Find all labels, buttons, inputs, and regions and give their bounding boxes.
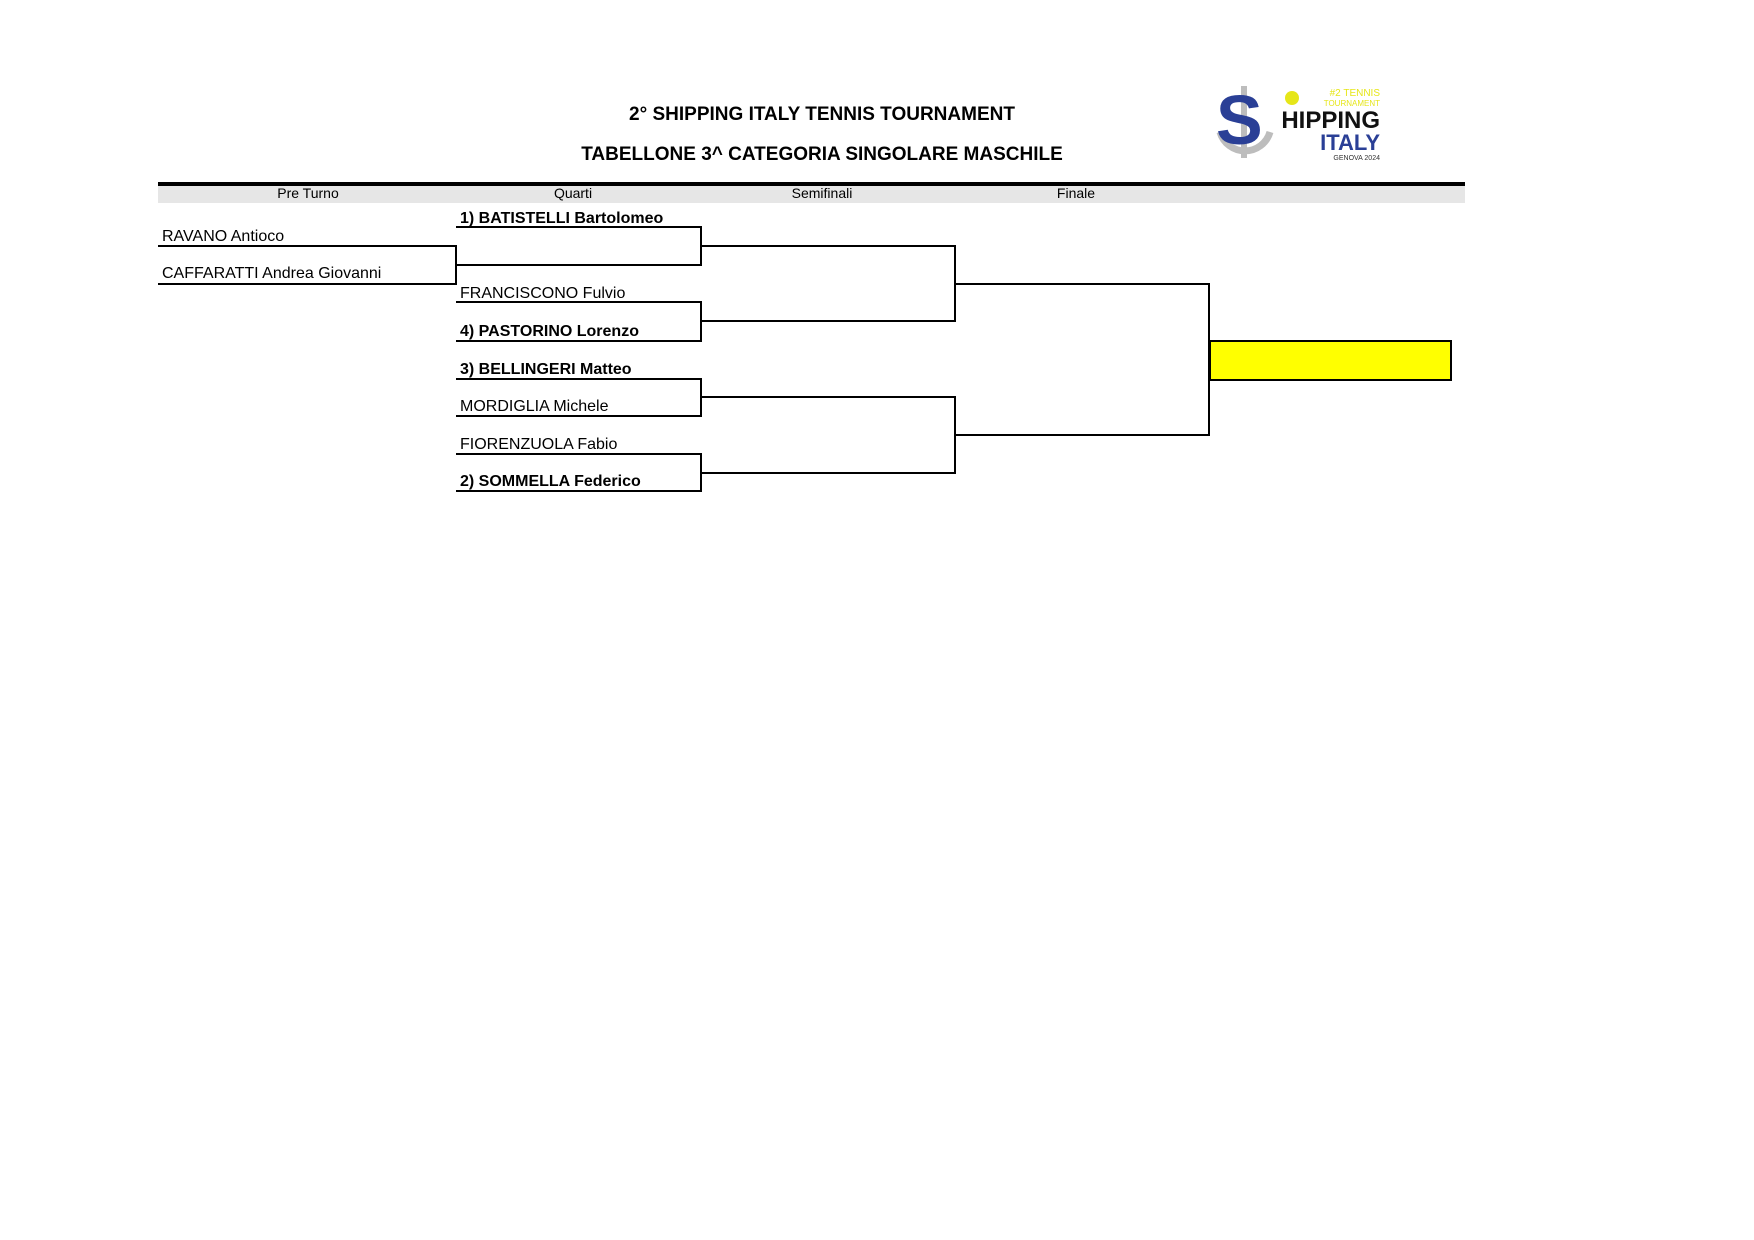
bracket-line: [456, 378, 702, 380]
player-slot: RAVANO Antioco: [162, 228, 285, 245]
round-label-preturno: Pre Turno: [277, 185, 339, 201]
winner-box: [1209, 340, 1452, 381]
header-divider: [158, 182, 1465, 186]
bracket-line: [456, 301, 702, 303]
round-label-semifinali: Semifinali: [791, 185, 853, 201]
final-slot: [955, 434, 1210, 436]
semifinal-slot: [701, 396, 956, 398]
tournament-title: 2° SHIPPING ITALY TENNIS TOURNAMENT: [629, 104, 1015, 125]
semifinal-slot: [701, 320, 956, 322]
bracket-line: [158, 283, 457, 285]
player-slot: FIORENZUOLA Fabio: [460, 436, 618, 453]
player-slot: 3) BELLINGERI Matteo: [460, 361, 632, 378]
svg-text:#2 TENNIS: #2 TENNIS: [1330, 88, 1381, 99]
semifinal-slot: [701, 245, 956, 247]
svg-text:TOURNAMENT: TOURNAMENT: [1324, 99, 1380, 108]
player-slot: 4) PASTORINO Lorenzo: [460, 323, 639, 340]
player-slot: 1) BATISTELLI Bartolomeo: [460, 210, 664, 227]
player-slot: CAFFARATTI Andrea Giovanni: [162, 265, 382, 282]
round-label-finale: Finale: [1056, 185, 1096, 201]
svg-text:S: S: [1216, 84, 1263, 159]
svg-text:GENOVA 2024: GENOVA 2024: [1333, 155, 1380, 162]
player-slot: MORDIGLIA Michele: [460, 398, 609, 415]
draw-title: TABELLONE 3^ CATEGORIA SINGOLARE MASCHIL…: [581, 144, 1063, 165]
shipping-italy-logo: S #2 TENNIS TOURNAMENT HIPPING ITALY GEN…: [1208, 81, 1386, 162]
bracket-line: [158, 245, 457, 247]
bracket-line: [456, 415, 702, 417]
rounds-header-band: [158, 185, 1465, 203]
semifinal-slot: [701, 472, 956, 474]
player-slot: 2) SOMMELLA Federico: [460, 473, 641, 490]
svg-text:ITALY: ITALY: [1320, 130, 1380, 155]
round-label-quarti: Quarti: [553, 185, 593, 201]
final-slot: [955, 283, 1210, 285]
svg-text:HIPPING: HIPPING: [1281, 107, 1380, 134]
bracket-line: [456, 264, 702, 266]
bracket-line: [456, 453, 702, 455]
bracket-line: [456, 490, 702, 492]
bracket-line: [456, 340, 702, 342]
player-slot: FRANCISCONO Fulvio: [460, 285, 626, 302]
bracket-line: [456, 226, 702, 228]
